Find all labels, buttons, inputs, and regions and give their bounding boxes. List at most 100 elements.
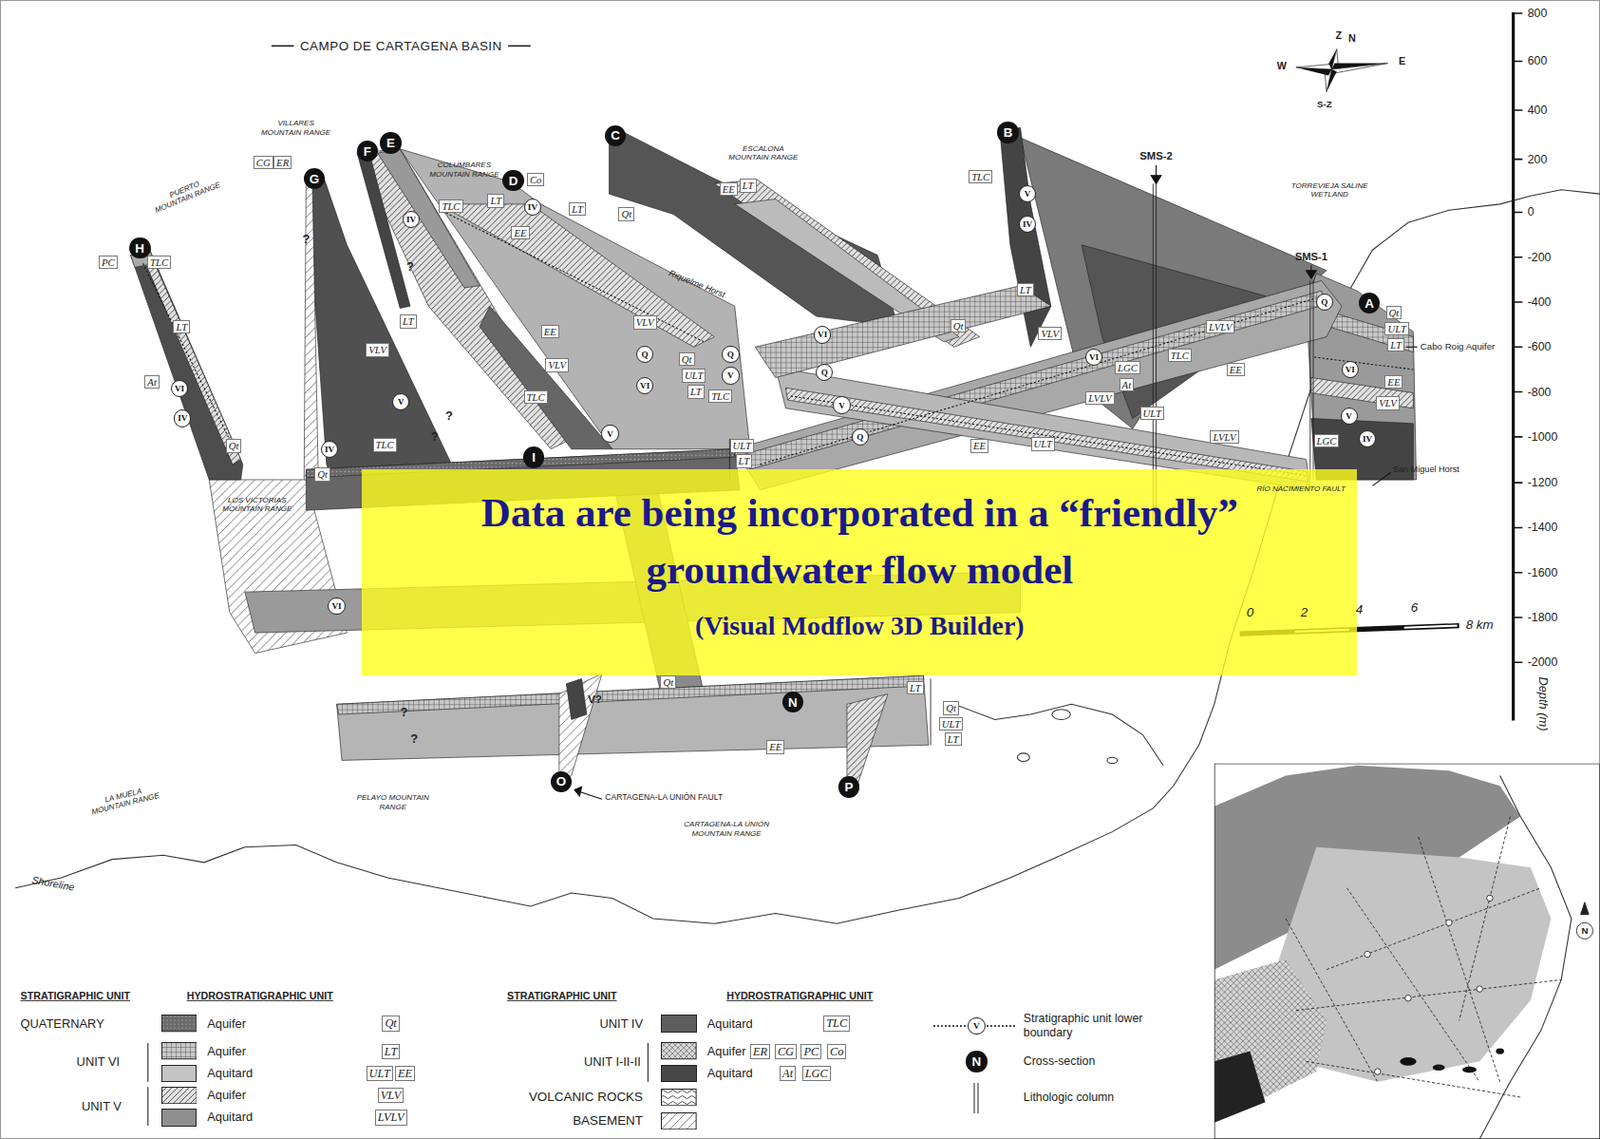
unit-name-anchor: UNIT VI xyxy=(76,1054,121,1070)
node-text: V xyxy=(727,370,735,380)
leader-arrow xyxy=(1306,270,1318,280)
place-name-anchor: LA MUELA MOUNTAIN RANGE xyxy=(86,782,163,818)
leader-arrow xyxy=(577,790,603,800)
node-text: E xyxy=(386,135,396,151)
inset-map xyxy=(1418,836,1501,1082)
cross-section-marker: G xyxy=(303,168,326,190)
inset-map xyxy=(1214,763,1600,1139)
cross-section-marker: C xyxy=(604,125,627,148)
legend-text: Lithologic column xyxy=(1023,1090,1114,1105)
compass-letter: W xyxy=(1277,59,1287,72)
depth-value: -1000 xyxy=(1527,430,1559,444)
legend-text-anchor: Lithologic column xyxy=(1023,1090,1114,1105)
inset-map xyxy=(1214,1051,1266,1123)
legend-code-box: ER xyxy=(750,1043,771,1059)
well-name: SMS-1 xyxy=(1295,249,1328,263)
node-text: LVLV xyxy=(1212,431,1236,443)
depth-value-anchor: -200 xyxy=(1527,250,1552,264)
legend-text-anchor: BASEMENT xyxy=(572,1112,643,1129)
legend-text: Aquifer xyxy=(207,1016,246,1031)
node-text: LT xyxy=(1390,338,1402,351)
uncertain-mark: ? xyxy=(445,409,453,424)
depth-value-anchor: -1200 xyxy=(1527,475,1559,490)
fence-panel xyxy=(303,175,319,480)
uncertain-mark: ? xyxy=(400,705,409,720)
unit-code-box: LT xyxy=(172,320,190,334)
node-text: EE xyxy=(544,325,557,338)
legend-text-anchor: Aquitard xyxy=(707,1066,753,1081)
unit-code-box: EE xyxy=(1384,375,1403,389)
unit-code-box: TLC xyxy=(373,437,397,452)
aquifer-name-anchor: Cabo Roig Aquifer xyxy=(1420,341,1495,353)
unit-code-box: Qt xyxy=(950,319,967,333)
node-text: LT xyxy=(690,385,702,397)
north-letter: N xyxy=(1581,924,1588,936)
node-text: LGC xyxy=(805,1066,829,1080)
legend-swatch xyxy=(161,1014,198,1032)
aquifer-name: Cabo Roig Aquifer xyxy=(1420,341,1495,353)
well-name-anchor: SMS-2 xyxy=(1139,150,1172,163)
node-text: N xyxy=(788,695,798,710)
node-text: EE xyxy=(397,1066,413,1080)
legend-swatch-fill xyxy=(661,1042,697,1059)
unit-code-box: LT xyxy=(568,202,586,216)
legend-heading: STRATIGRAPHIC UNIT xyxy=(507,988,618,1000)
node-text: D xyxy=(508,173,519,189)
node-text: At xyxy=(782,1066,793,1080)
unit-code-box: TLC xyxy=(524,390,548,404)
legend-code-box: Co xyxy=(827,1043,847,1059)
legend-heading-anchor: HYDROSTRATIGRAPHIC UNIT xyxy=(726,988,873,1000)
node-text: TLC xyxy=(376,438,395,451)
legend-text: Stratigraphic unit lower boundary xyxy=(1023,1011,1147,1040)
node-text: N xyxy=(972,1054,982,1069)
node-text: EE xyxy=(769,740,782,753)
unit-code-box: ULT xyxy=(730,438,754,452)
unit-boundary-marker: V xyxy=(832,395,850,414)
legend-text: Aquifer xyxy=(707,1043,747,1058)
place-name-anchor: PUERTO MOUNTAIN RANGE xyxy=(148,171,224,216)
node-text: LT xyxy=(571,203,584,215)
fence-panel xyxy=(565,677,586,719)
depth-value-anchor: -800 xyxy=(1527,384,1552,398)
fence-panel xyxy=(785,387,1308,482)
fault-name: RÍO NACIMIENTO FAULT xyxy=(1256,484,1345,493)
node-text: CG xyxy=(777,1044,794,1058)
legend-swatch-fill xyxy=(161,1015,197,1032)
inset-map xyxy=(1495,1047,1505,1054)
unit-code-box: Qt xyxy=(618,207,635,221)
fence-panel xyxy=(337,675,924,715)
unit-code-box: Qt xyxy=(678,352,696,366)
node-text: EE xyxy=(973,439,986,452)
legend-code-box: CG xyxy=(774,1043,797,1059)
node-text: ULT xyxy=(1034,437,1053,450)
legend-heading: HYDROSTRATIGRAPHIC UNIT xyxy=(726,988,873,1000)
leader-arrow xyxy=(574,786,583,796)
legend-swatch xyxy=(660,1088,697,1106)
structure-name: Riquelme Horst xyxy=(667,267,727,300)
legend-text: VOLCANIC ROCKS xyxy=(528,1089,643,1105)
uncertain-mark: ? xyxy=(406,260,415,275)
legend-code-box: Qt xyxy=(381,1015,399,1031)
uncertain-mark-anchor: ? xyxy=(445,409,453,424)
unit-name: UNIT V xyxy=(81,1098,122,1113)
uncertain-mark-anchor: ? xyxy=(410,731,418,746)
fence-panel xyxy=(142,255,241,465)
place-name-anchor: VILLARES MOUNTAIN RANGE xyxy=(259,118,333,137)
unit-boundary-marker: V xyxy=(601,424,619,442)
legend-heading: HYDROSTRATIGRAPHIC UNIT xyxy=(187,988,334,1000)
compass-letter-anchor: S-Z xyxy=(1317,98,1333,110)
legend-heading-anchor: HYDROSTRATIGRAPHIC UNIT xyxy=(187,988,334,1000)
unit-boundary-marker: V xyxy=(1340,407,1358,425)
unit-code-box: At xyxy=(144,375,160,389)
compass-letter: S-Z xyxy=(1317,98,1333,110)
node-text: Q xyxy=(821,367,829,377)
node-text: V xyxy=(397,396,405,407)
unit-code-box: EE xyxy=(510,225,529,240)
banner-box: Data are being incorporated in a “friend… xyxy=(361,469,1357,676)
depth-value: -1800 xyxy=(1527,610,1559,624)
legend-code-box: PC xyxy=(800,1043,822,1059)
inset-map xyxy=(1326,887,1542,970)
node-text: VI xyxy=(817,329,828,339)
unit-code-box: TLC xyxy=(438,199,463,213)
